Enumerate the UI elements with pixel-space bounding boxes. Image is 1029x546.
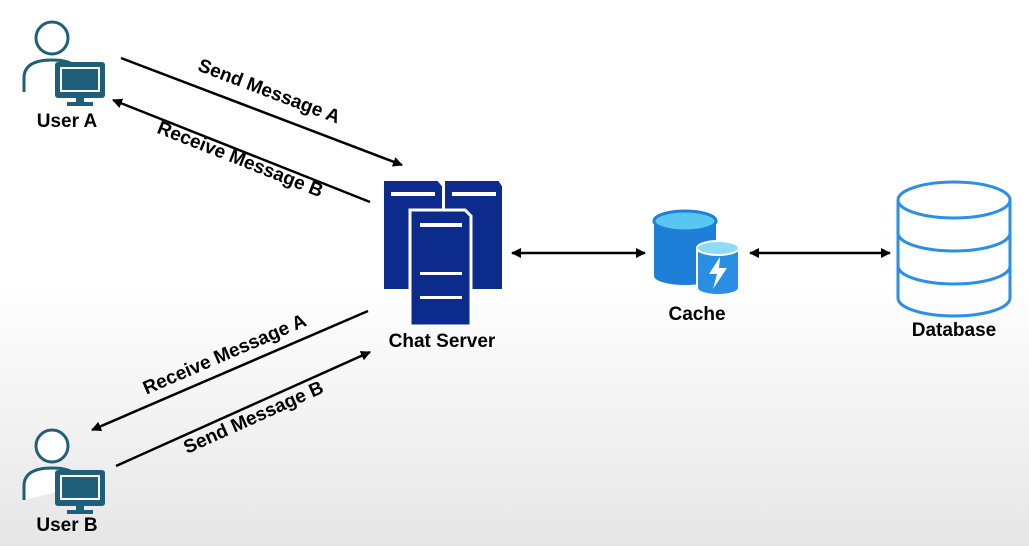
receive-message-a-label: Receive Message A: [140, 310, 310, 399]
cache-lightning-icon: [652, 209, 740, 296]
database-icon: [896, 180, 1012, 318]
user-b-node: User B: [22, 428, 105, 536]
cache-node: Cache: [652, 209, 740, 325]
send-message-a-label: Send Message A: [195, 55, 343, 128]
arrow-send-message-a: [120, 56, 403, 167]
arrow-send-message-b: [115, 350, 371, 468]
server-rack-icon: [382, 179, 504, 328]
database-label: Database: [912, 320, 997, 341]
send-message-b-label: Send Message B: [181, 377, 327, 458]
user-computer-icon: [22, 428, 105, 514]
user-a-node: User A: [22, 20, 105, 132]
user-b-label: User B: [36, 515, 97, 536]
user-computer-icon: [22, 20, 105, 106]
arrow-receive-message-a: [91, 309, 369, 432]
user-a-label: User A: [37, 111, 98, 132]
receive-message-b-label: Receive Message B: [154, 118, 326, 202]
cache-label: Cache: [668, 304, 725, 325]
chat-server-node: Chat Server: [382, 179, 504, 352]
database-node: Database: [896, 180, 1012, 341]
chat-server-label: Chat Server: [389, 331, 496, 352]
arrow-receive-message-b: [112, 98, 371, 204]
